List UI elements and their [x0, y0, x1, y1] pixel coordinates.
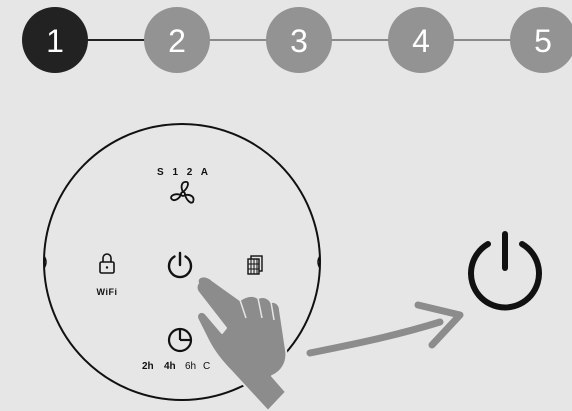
fan-modes-label: S 1 2 A: [157, 167, 211, 178]
timer-option-c[interactable]: C: [203, 361, 210, 372]
pointing-hand-icon: [195, 275, 288, 411]
step-4-number: 4: [412, 23, 430, 59]
timer-options: 2h 4h 6h C: [142, 361, 210, 372]
timer-option-6h[interactable]: 6h: [185, 361, 196, 372]
step-1-circle: [22, 7, 88, 73]
step-3-number: 3: [290, 23, 308, 59]
panel-notch-right: [317, 255, 321, 269]
filter-icon[interactable]: [247, 255, 263, 275]
fan-icon[interactable]: [170, 180, 195, 204]
step-4[interactable]: 4: [388, 7, 454, 73]
step-3[interactable]: 3: [266, 7, 332, 73]
step-4-circle: [388, 7, 454, 73]
lock-icon[interactable]: [99, 253, 115, 274]
step-5[interactable]: 5: [510, 7, 572, 73]
step-5-number: 5: [534, 23, 552, 59]
panel-notch-left: [43, 255, 47, 269]
step-2-number: 2: [168, 23, 186, 59]
step-1[interactable]: 1: [22, 7, 88, 73]
step-3-circle: [266, 7, 332, 73]
wifi-label: WiFi: [97, 287, 118, 297]
power-icon[interactable]: [167, 251, 193, 279]
timer-icon[interactable]: [167, 327, 193, 353]
step-2[interactable]: 2: [144, 7, 210, 73]
step-progress: 1 2 3 4 5: [22, 7, 572, 73]
timer-option-2h[interactable]: 2h: [142, 361, 154, 372]
large-power-icon: [468, 231, 542, 311]
curved-arrow-icon: [306, 301, 464, 357]
step-2-circle: [144, 7, 210, 73]
step-5-circle: [510, 7, 572, 73]
timer-option-4h[interactable]: 4h: [164, 361, 176, 372]
step-1-number: 1: [46, 23, 64, 59]
